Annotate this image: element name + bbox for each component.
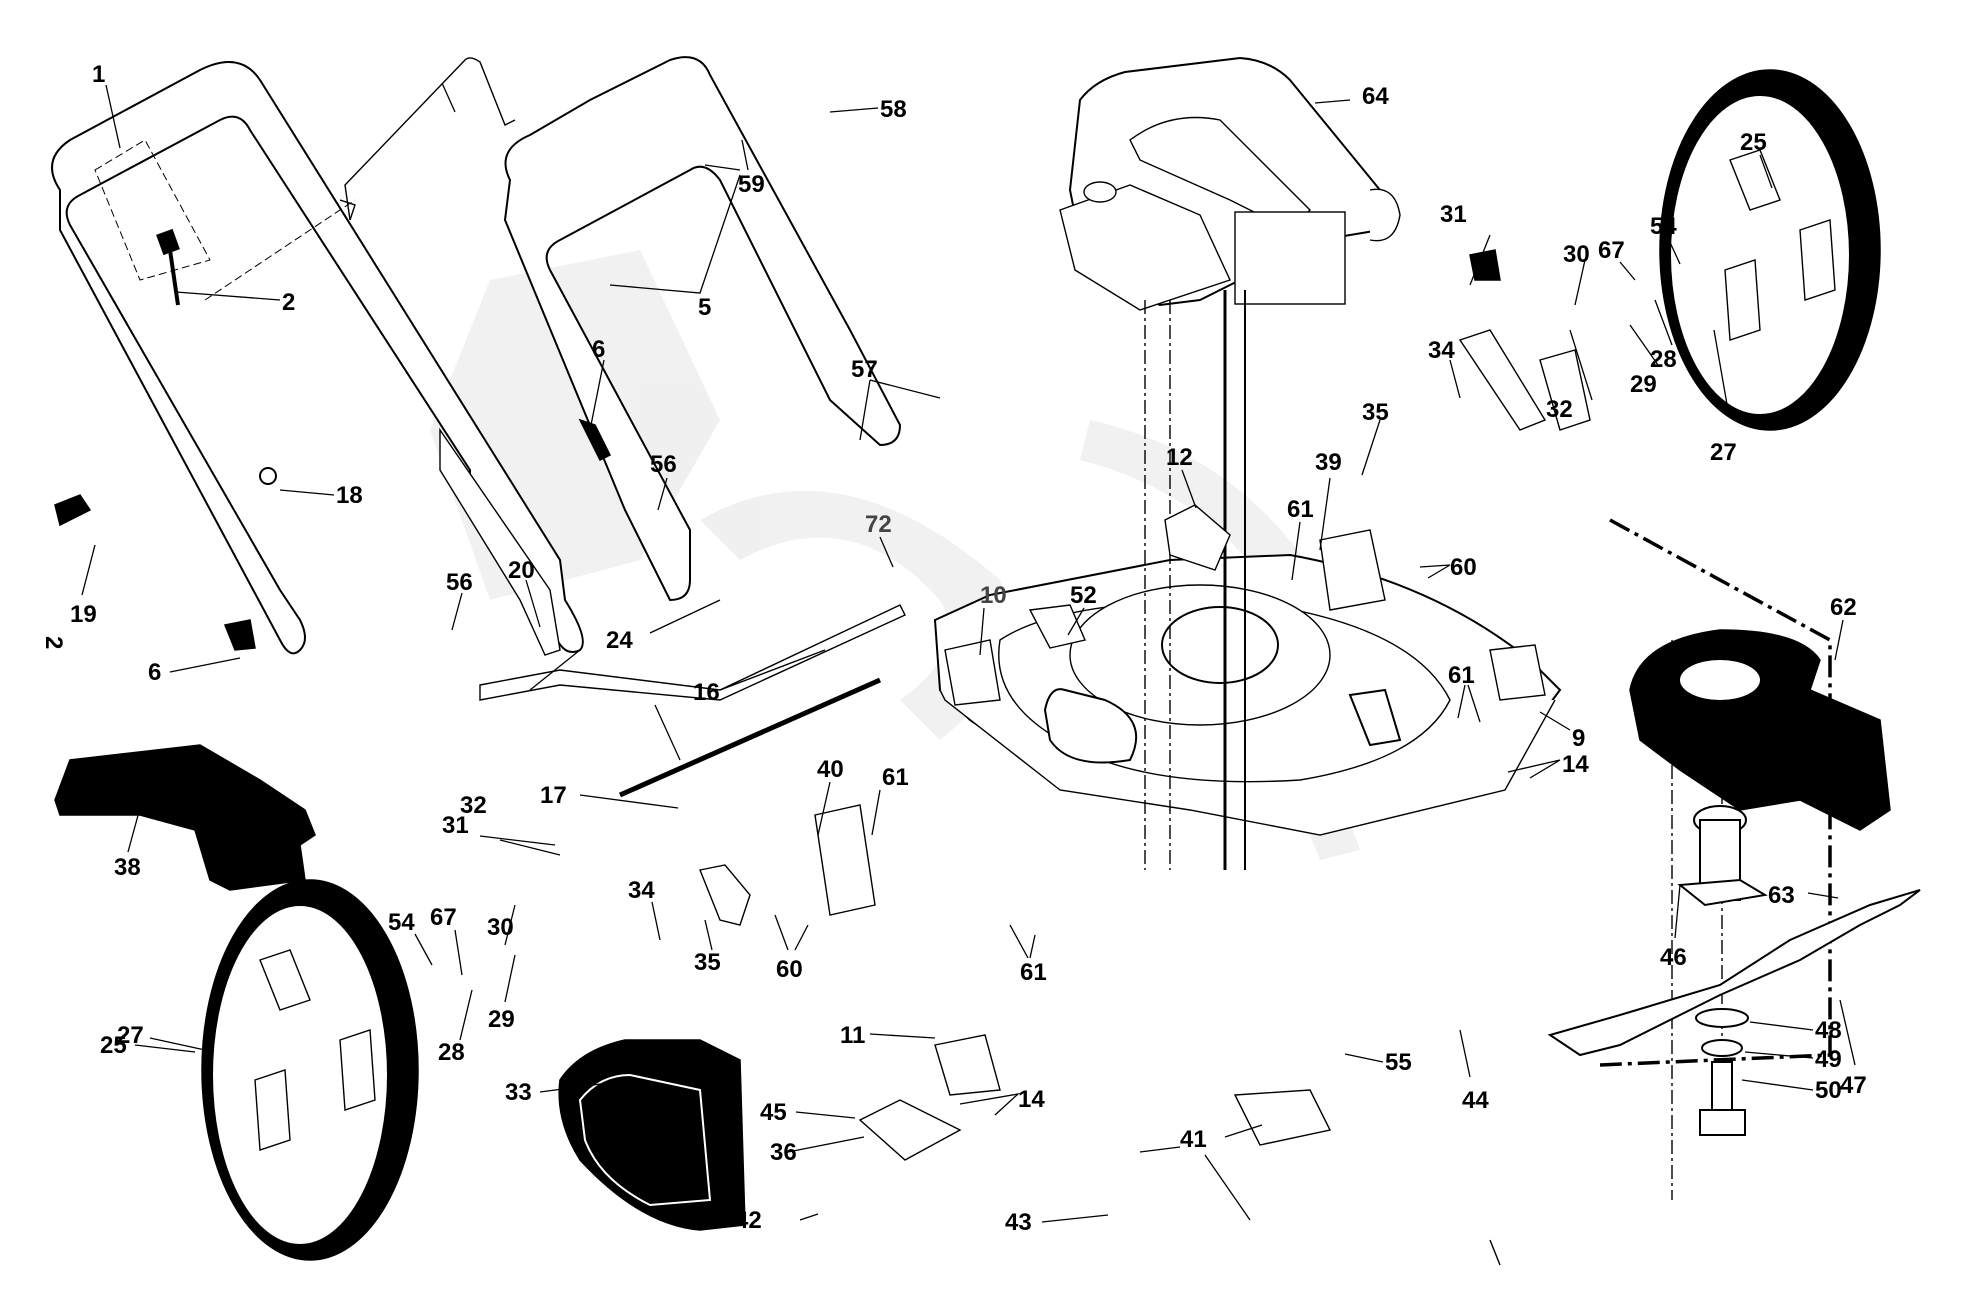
wheel-left	[201, 879, 419, 1261]
callout-17: 17	[540, 782, 567, 809]
callout-50: 50	[1815, 1077, 1842, 1104]
callout-28-left: 28	[438, 1039, 465, 1066]
callout-2: 2	[282, 289, 295, 316]
callout-47: 47	[1840, 1072, 1867, 1099]
callout-60-left: 60	[776, 956, 803, 983]
callout-57: 57	[851, 356, 878, 383]
callout-60-right: 60	[1450, 554, 1477, 581]
callout-34-right: 34	[1428, 337, 1455, 364]
callout-62: 62	[1830, 594, 1857, 621]
control-cable	[94, 139, 211, 306]
callout-61-front: 61	[1020, 959, 1047, 986]
baffle	[1629, 629, 1891, 831]
callout-6-upper: 6	[592, 336, 605, 363]
callout-38: 38	[114, 854, 141, 881]
callout-5: 5	[698, 294, 711, 321]
callout-24: 24	[606, 627, 633, 654]
callout-59: 59	[738, 171, 765, 198]
callout-36: 36	[770, 1139, 797, 1166]
small-hardware	[54, 249, 1591, 1266]
callout-61-center: 61	[1287, 496, 1314, 523]
callout-56-lower: 56	[446, 569, 473, 596]
callout-43: 43	[1005, 1209, 1032, 1236]
callout-61-right: 61	[1448, 662, 1475, 689]
blade	[1547, 889, 1921, 1057]
callout-1: 1	[92, 61, 105, 88]
mower-deck	[933, 553, 1562, 836]
callout-18: 18	[336, 482, 363, 509]
callout-30-right: 30	[1563, 241, 1590, 268]
upper-handle	[51, 61, 584, 656]
callout-63: 63	[1768, 882, 1795, 909]
callout-32-left: 32	[460, 792, 487, 819]
callout-29-right: 29	[1630, 371, 1657, 398]
callout-39: 39	[1315, 449, 1342, 476]
callout-20: 20	[508, 557, 535, 584]
callout-41: 41	[1180, 1126, 1207, 1153]
callout-72: 72	[865, 511, 892, 538]
callout-42: 42	[735, 1207, 762, 1234]
front-cover	[558, 1039, 746, 1231]
callout-61-left: 61	[882, 764, 909, 791]
callout-32-right: 32	[1546, 396, 1573, 423]
callout-labels: 1 2 5 6 6 9 10 11 12 14 14 16	[70, 61, 1867, 1236]
callout-14-right: 14	[1562, 751, 1589, 778]
callout-12: 12	[1166, 444, 1193, 471]
callout-44: 44	[1462, 1087, 1489, 1114]
callout-31-right: 31	[1440, 201, 1467, 228]
lower-handle	[503, 56, 902, 602]
callout-27-right: 27	[1710, 439, 1737, 466]
callout-46: 46	[1660, 944, 1687, 971]
callout-49: 49	[1815, 1046, 1842, 1073]
callout-33: 33	[505, 1079, 532, 1106]
callout-25-left: 25	[100, 1032, 127, 1059]
blade-adapter	[1677, 805, 1768, 907]
callout-54-left: 54	[388, 909, 415, 936]
callout-35-left: 35	[694, 949, 721, 976]
callout-56-upper: 56	[650, 451, 677, 478]
callout-29-left: 29	[488, 1006, 515, 1033]
callout-31-left: 31	[442, 812, 469, 839]
callout-6-lower: 6	[148, 659, 161, 686]
corner-mark: 2	[40, 636, 67, 649]
callout-67-right: 67	[1598, 237, 1625, 264]
callout-10: 10	[980, 582, 1007, 609]
engine	[1059, 56, 1401, 311]
callout-40: 40	[817, 756, 844, 783]
callout-52: 52	[1070, 582, 1097, 609]
rear-flap	[54, 744, 316, 891]
callout-54-right: 54	[1650, 213, 1677, 240]
callout-19: 19	[70, 601, 97, 628]
callout-58: 58	[880, 96, 907, 123]
callout-64: 64	[1362, 83, 1389, 110]
blade-hardware	[1695, 1008, 1749, 1136]
wheel-right	[1659, 69, 1881, 431]
callout-55: 55	[1385, 1049, 1412, 1076]
callout-25-right: 25	[1740, 129, 1767, 156]
callout-11: 11	[840, 1022, 865, 1049]
callout-34-left: 34	[628, 877, 655, 904]
callout-9: 9	[1572, 725, 1585, 752]
callout-45: 45	[760, 1099, 787, 1126]
callout-48: 48	[1815, 1017, 1842, 1044]
callout-67-left: 67	[430, 904, 457, 931]
engine-control-bail	[204, 57, 516, 301]
callout-27-left: 27	[117, 1022, 144, 1049]
callout-16: 16	[693, 679, 720, 706]
callout-35-right: 35	[1362, 399, 1389, 426]
callout-14-left: 14	[1018, 1086, 1045, 1113]
callout-30-left: 30	[487, 914, 514, 941]
